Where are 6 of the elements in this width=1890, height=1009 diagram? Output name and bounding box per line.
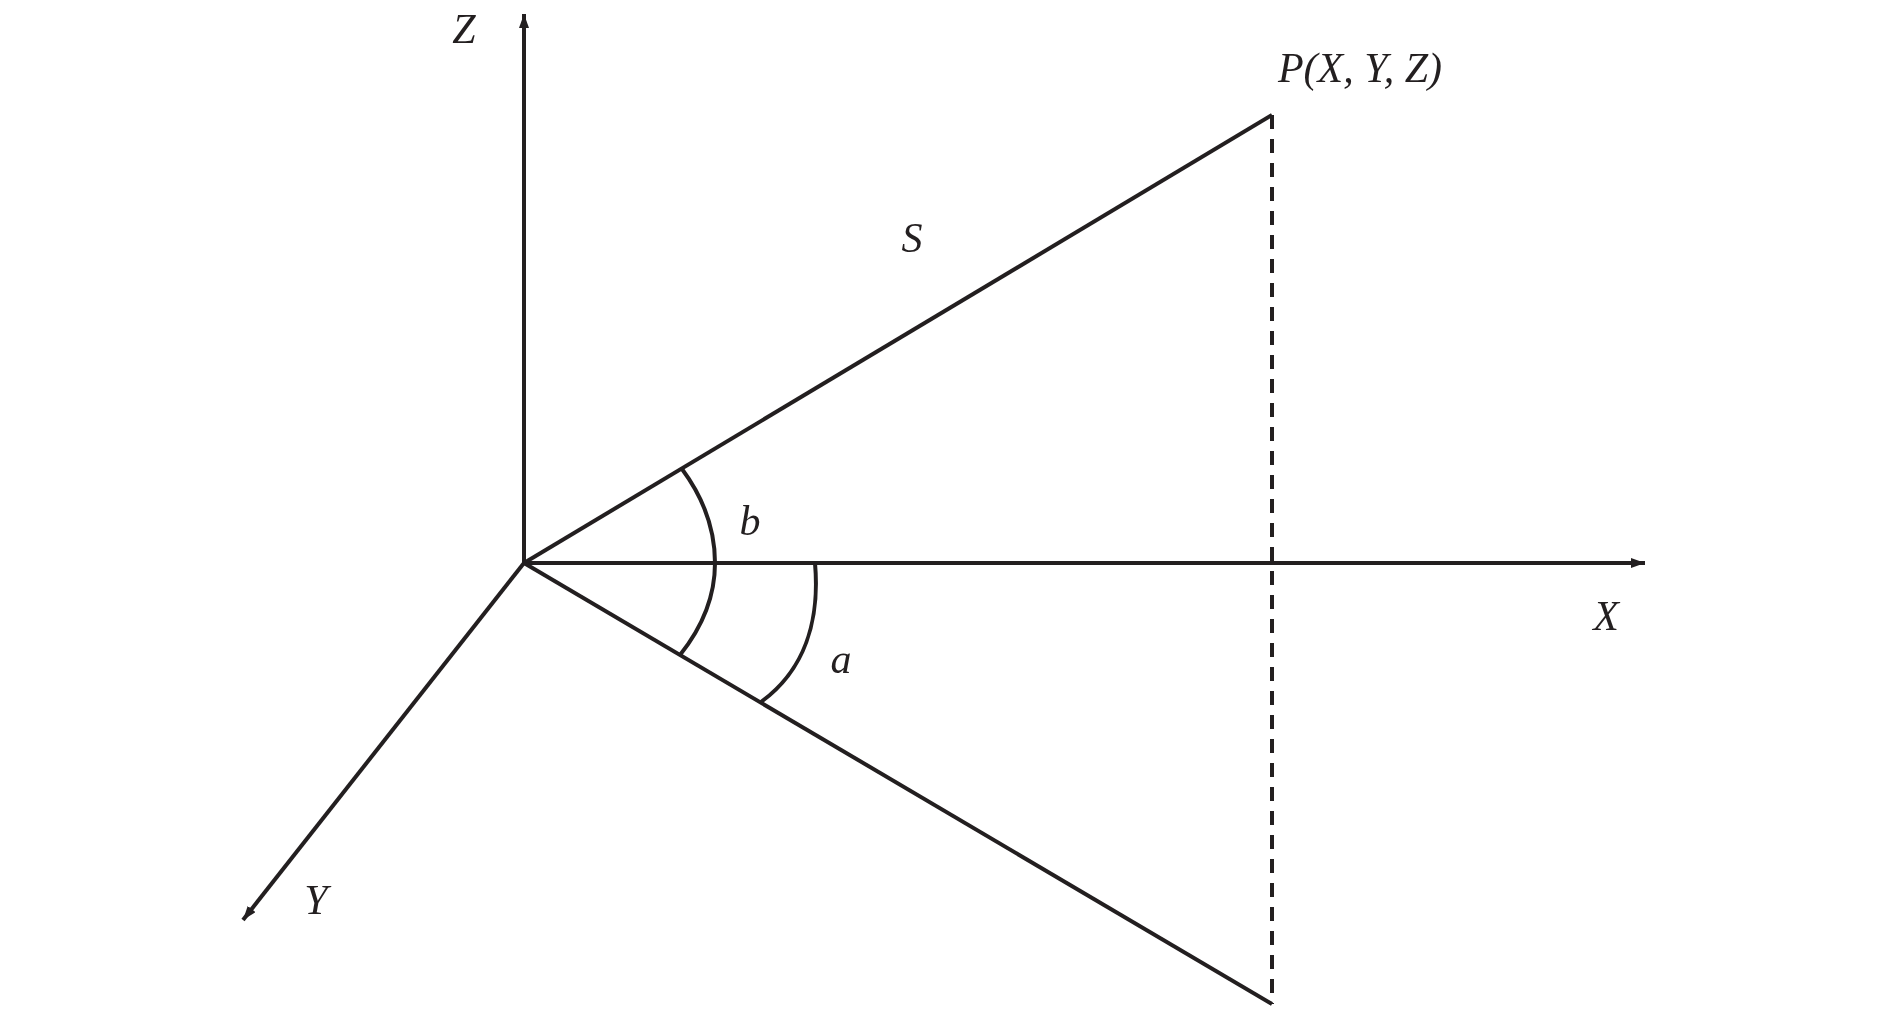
point-label: P(X, Y, Z)	[1277, 47, 1443, 89]
angle-label: a	[830, 638, 852, 680]
axis-label: Z	[452, 8, 476, 50]
axis-label: X	[1593, 595, 1619, 637]
vector-label: S	[901, 217, 923, 259]
angle-label: b	[739, 500, 761, 542]
